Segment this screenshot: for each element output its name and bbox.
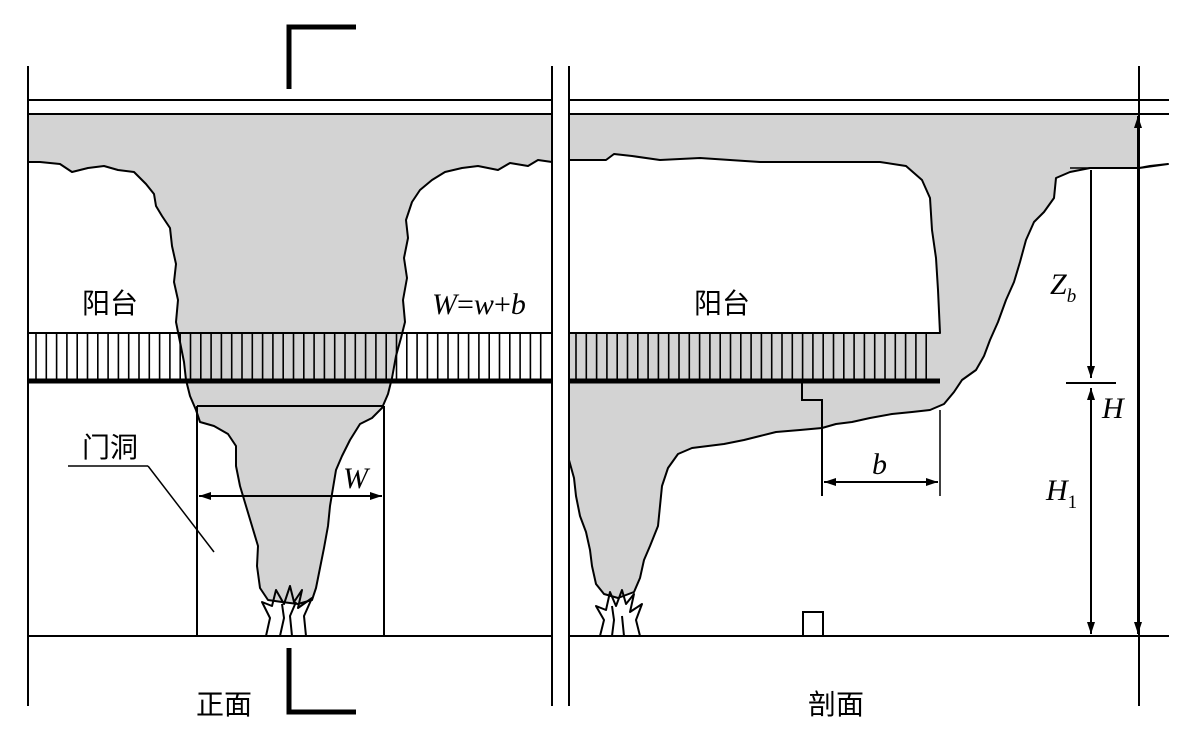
floor-block [802,611,824,637]
front-balcony-railing [28,332,552,384]
door-opening-frame [196,405,385,636]
section-room-upper [568,153,941,334]
balcony-edge [801,381,823,496]
front-smoke-layer [27,113,553,605]
height-H1-label: H1 [1045,474,1077,513]
height-Zb-label: Zb [1050,268,1076,307]
section-balcony-railing [569,332,940,384]
door-label-leader [147,465,215,553]
front-flame-icon [261,585,313,637]
width-W-label: W [343,462,371,495]
balcony-label-right: 阳台 [694,287,750,320]
section-view-label: 剖面 [808,688,864,721]
section-flame-icon [595,589,643,637]
depth-b-label: b [872,448,887,481]
width-formula-label: W=w+b [432,288,526,321]
balcony-label-left: 阳台 [82,287,138,320]
section-cut-marker-top [286,24,356,89]
section-cut-marker-bottom [286,648,356,715]
height-H-label: H [1101,392,1126,425]
section-view-panel [568,66,1169,706]
front-view-panel [27,24,553,715]
door-opening-label: 门洞 [82,431,138,464]
front-view-label: 正面 [196,688,252,721]
